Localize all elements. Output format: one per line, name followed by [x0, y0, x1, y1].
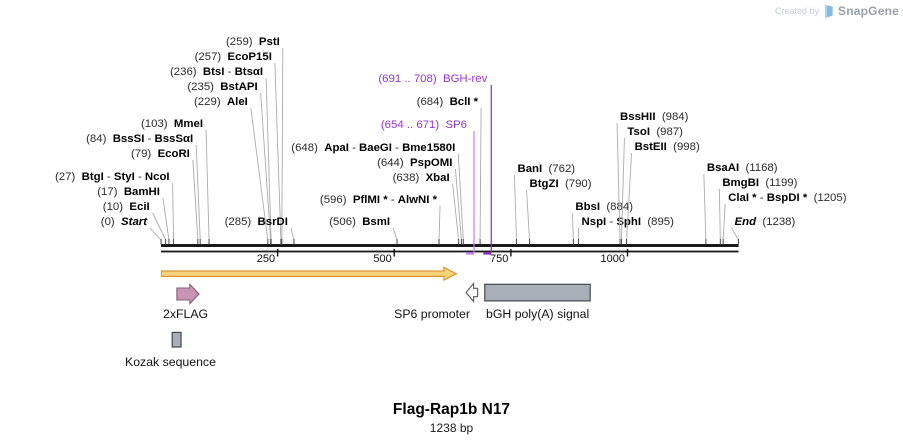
ruler-label: 250 — [257, 253, 275, 265]
ruler-label: 500 — [373, 253, 391, 265]
orf-arrow — [160, 266, 458, 282]
leader-line — [149, 227, 162, 241]
bgh-polya-box-label: bGH poly(A) signal — [486, 307, 589, 321]
leader-line — [438, 205, 441, 241]
leader-line — [452, 183, 460, 241]
enzyme-label: (79) EcoRI — [131, 148, 190, 160]
enzyme-label: (236) BtsI - BtsαI — [170, 66, 263, 78]
primer-label: (691 .. 708) BGH-rev — [378, 73, 487, 85]
2xflag-arrow — [176, 282, 200, 306]
leader-line — [152, 212, 167, 241]
backbone-bottom-strand — [161, 250, 739, 253]
enzyme-label: (84) BssSI - BssSαI — [86, 133, 193, 145]
leader-line — [731, 227, 739, 241]
enzyme-label: (17) BamHI — [97, 186, 160, 198]
enzyme-label: (506) BsmI — [329, 216, 390, 228]
backbone-top-strand — [161, 244, 739, 247]
enzyme-label: (684) BclI * — [417, 96, 479, 108]
leader-line — [162, 197, 170, 241]
leader-line — [205, 129, 210, 241]
enzyme-label: BanI (762) — [517, 163, 575, 175]
enzyme-label: TsoI (987) — [627, 126, 683, 138]
enzyme-label: BmgBI (1199) — [722, 177, 797, 189]
ruler-label: 750 — [490, 253, 508, 265]
leader-line — [457, 153, 464, 241]
enzyme-label: (648) ApaI - BaeGI - Bme1580I — [291, 142, 455, 154]
leader-line — [172, 182, 175, 241]
enzyme-label: BstEII (998) — [635, 141, 700, 153]
bgh-polya-box — [484, 283, 591, 302]
enzyme-label: (259) PstI — [226, 36, 280, 48]
leader-line — [192, 159, 199, 241]
enzyme-label: (229) AleI — [194, 96, 248, 108]
leader-line — [514, 174, 517, 241]
leader-line — [290, 227, 295, 241]
primer-label: (654 .. 671) SP6 — [381, 119, 467, 131]
enzyme-label: (103) MmeI — [141, 118, 203, 130]
enzyme-label: (235) BstAPI — [187, 81, 257, 93]
leader-line — [260, 92, 272, 241]
leader-line — [281, 47, 284, 241]
enzyme-label: BsaAI (1168) — [707, 162, 778, 174]
leader-line — [718, 188, 721, 241]
sp6-promoter-arrow-label: SP6 promoter — [394, 307, 470, 321]
enzyme-label: BbsI (884) — [575, 201, 633, 213]
leader-line — [265, 77, 272, 241]
kozak-box-label: Kozak sequence — [125, 355, 216, 369]
enzyme-label: (638) XbaI — [393, 172, 450, 184]
leader-line — [703, 173, 707, 241]
title-block: Flag-Rap1b N17 1238 bp — [0, 401, 903, 435]
leader-line — [571, 212, 574, 241]
leader-line — [250, 107, 269, 241]
leader-line — [722, 203, 726, 241]
snapgene-brand-text: SnapGene — [838, 4, 899, 18]
sp6-promoter-arrow — [465, 281, 479, 304]
enzyme-label: (644) PspOMI — [377, 157, 452, 169]
ruler-label: 1000 — [601, 253, 625, 265]
enzyme-label: (27) BtgI - StyI - NcoI — [55, 171, 170, 183]
leader-line — [195, 144, 201, 241]
leader-line — [392, 227, 398, 241]
enzyme-label: (0) Start — [101, 216, 148, 228]
created-by-text: Created by — [775, 6, 820, 16]
leader-line — [616, 122, 621, 241]
enzyme-label: ClaI * - BspDI * (1205) — [728, 192, 847, 204]
watermark: Created by SnapGene — [775, 4, 899, 18]
map-title: Flag-Rap1b N17 — [392, 401, 511, 418]
enzyme-label: (257) EcoP15I — [195, 51, 272, 63]
leader-line — [620, 137, 625, 241]
enzyme-label: (285) BsrDI — [225, 216, 288, 228]
leader-line — [454, 168, 462, 241]
enzyme-label: (10) EciI — [103, 201, 150, 213]
enzyme-label: BtgZI (790) — [530, 178, 592, 190]
leader-line — [479, 107, 482, 241]
leader-line — [526, 189, 530, 241]
enzyme-label: BssHII (984) — [620, 111, 689, 123]
leader-line — [274, 62, 282, 241]
enzyme-label: (596) PflMI * - AlwNI * — [320, 194, 438, 206]
kozak-box — [171, 331, 182, 348]
enzyme-label: End (1238) — [735, 216, 796, 228]
snapgene-logo-icon — [824, 4, 833, 18]
2xflag-arrow-label: 2xFLAG — [163, 307, 208, 321]
leader-line — [626, 152, 633, 241]
map-length: 1238 bp — [429, 421, 474, 435]
